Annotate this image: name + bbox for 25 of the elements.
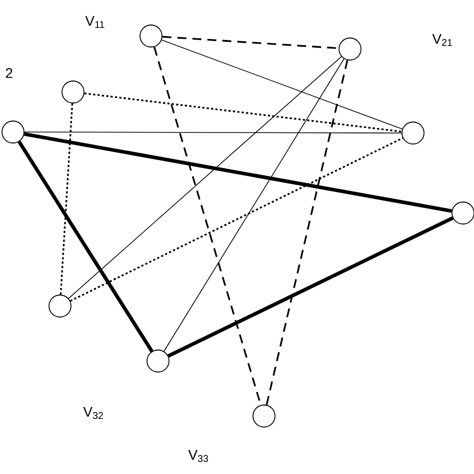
node-circle: [62, 80, 84, 104]
vertex-label: V$_{11}$: [85, 16, 104, 28]
edge-line: [162, 36, 339, 50]
vertex-label: 2: [6, 68, 12, 78]
vertex-label: V$_{21}$: [432, 34, 452, 46]
edge-line: [60, 103, 74, 295]
node-circle: [146, 350, 170, 372]
node-circle: [252, 404, 276, 428]
node-circle: [338, 38, 362, 60]
edge-line: [68, 56, 342, 299]
edge-line: [84, 92, 402, 132]
vertex-label: V$_{32}$: [83, 407, 103, 419]
edge-line: [161, 40, 403, 130]
edge-line: [164, 58, 344, 352]
edge-line: [168, 216, 454, 358]
node-circle: [140, 24, 162, 48]
edge-line: [24, 132, 452, 213]
edge-line: [266, 60, 348, 406]
node-circle: [48, 294, 72, 318]
vertex-label: V$_{33}$: [188, 450, 208, 462]
edge-line: [70, 137, 404, 302]
edge-line: [24, 132, 402, 134]
node-circle: [402, 122, 424, 144]
node-circle: [2, 120, 24, 144]
edge-line: [18, 140, 154, 352]
